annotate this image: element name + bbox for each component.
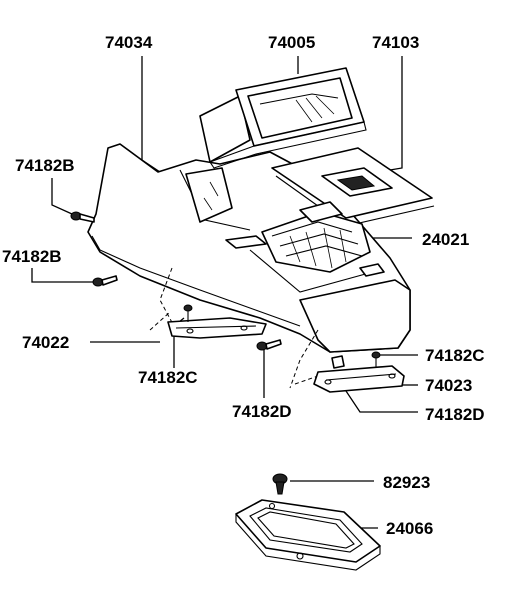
clip-74182c-left <box>183 304 193 322</box>
screw-74182b-mid <box>92 275 118 287</box>
label-82923: 82923 <box>383 473 430 492</box>
label-74182d-bottom: 74182D <box>232 402 292 421</box>
label-24021: 24021 <box>422 230 469 249</box>
label-74034: 74034 <box>105 33 153 52</box>
label-74023: 74023 <box>425 376 472 395</box>
label-74182c-bottom: 74182C <box>138 368 198 387</box>
push-fastener-82923 <box>272 473 288 495</box>
label-74182b-mid: 74182B <box>2 247 62 266</box>
bracket-74023 <box>313 365 405 393</box>
label-74103: 74103 <box>372 33 419 52</box>
cup-holder <box>199 67 367 169</box>
label-74182c-right: 74182C <box>425 346 485 365</box>
clip-74182c-right <box>371 351 381 368</box>
label-74182b-upper: 74182B <box>15 156 75 175</box>
boot-retainer-24066 <box>235 499 381 571</box>
label-74005: 74005 <box>268 33 315 52</box>
bracket-74022 <box>167 317 267 339</box>
shift-boot <box>261 201 371 273</box>
shift-panel <box>271 147 435 227</box>
screw-74182b-upper <box>70 211 95 223</box>
clip-74182d-right <box>331 355 345 369</box>
label-74182d-right: 74182D <box>425 405 485 424</box>
label-24066: 24066 <box>386 519 433 538</box>
screw-74182d-center <box>256 339 282 351</box>
label-74022: 74022 <box>22 333 69 352</box>
